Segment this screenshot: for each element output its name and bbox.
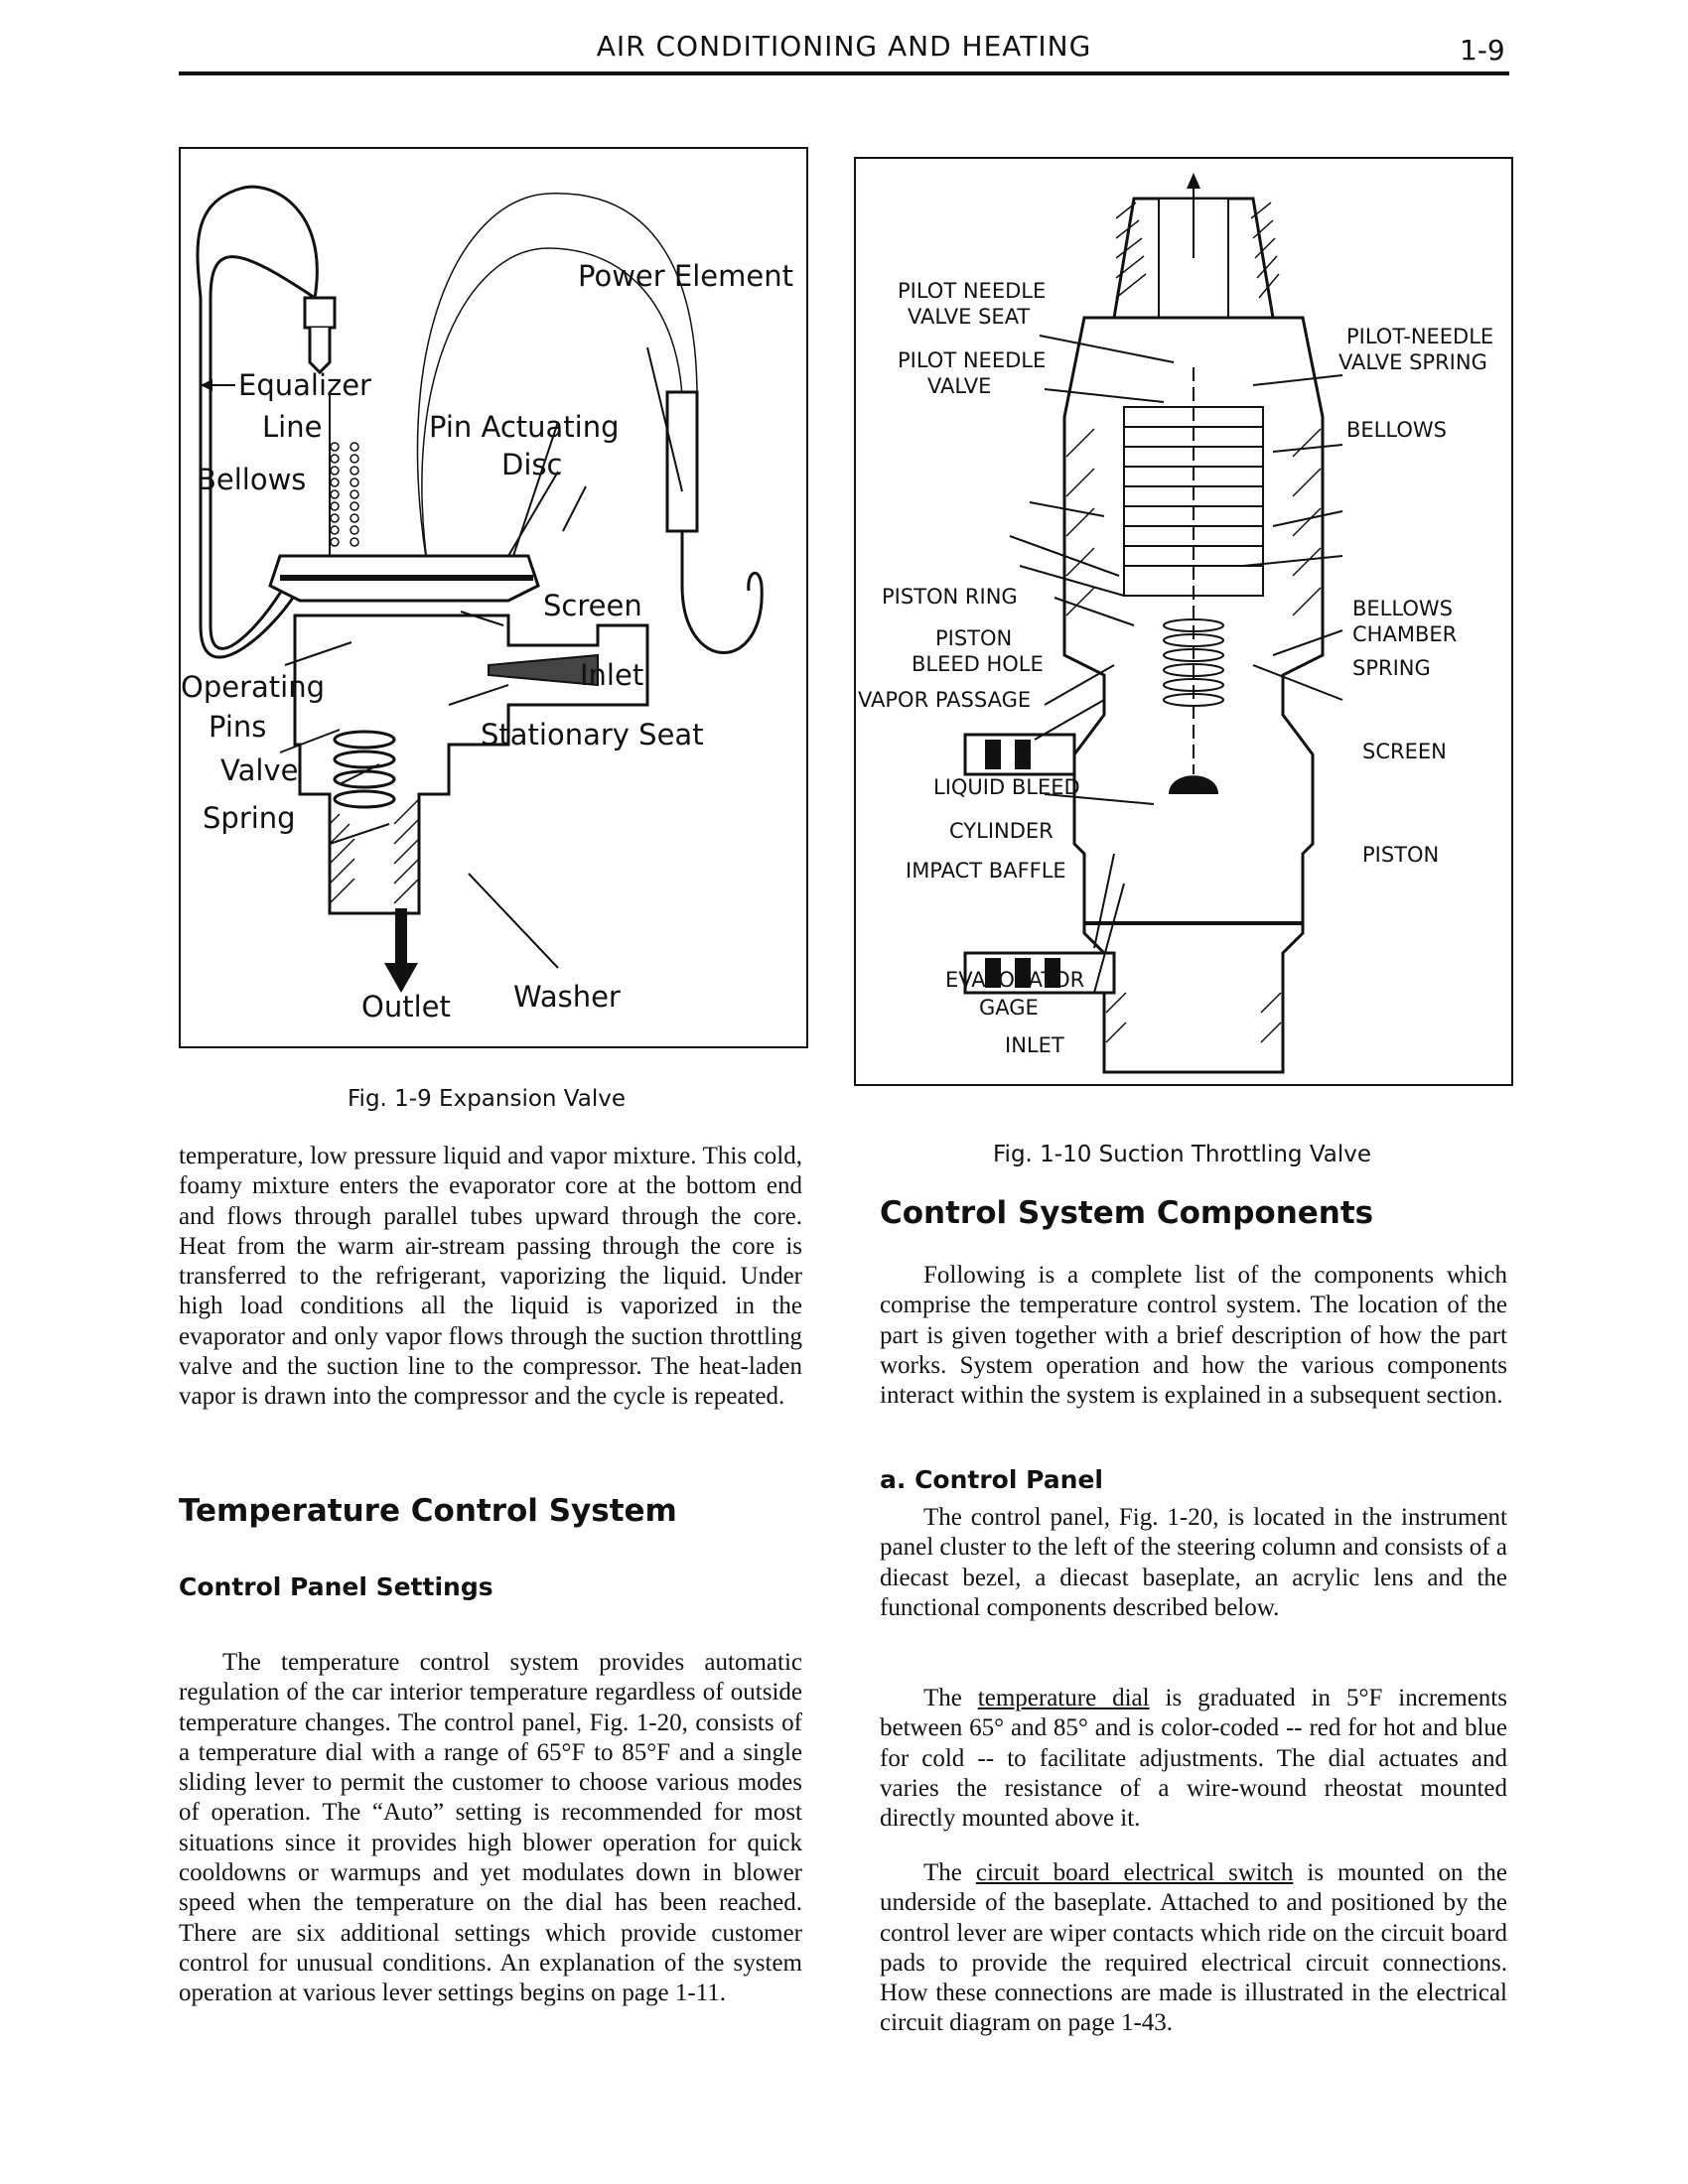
paragraph: temperature, low pressure liquid and vap… — [179, 1143, 802, 1411]
label-pins: Pins — [209, 710, 266, 744]
left-column-body-2: The temperature control system provides … — [179, 1648, 802, 2009]
label-bellows: Bellows — [197, 463, 306, 496]
label-liquid-bleed: LIQUID BLEED — [933, 775, 1080, 799]
label-piston-bleed-hole-2: BLEED HOLE — [912, 652, 1044, 676]
fitting — [303, 296, 337, 330]
paragraph: The temperature dial is graduated in 5°F… — [880, 1684, 1507, 1834]
expansion-valve-diagram: Power Element Equalizer Line Pin Actuati… — [181, 185, 793, 1024]
figure-caption-1-10: Fig. 1-10 Suction Throttling Valve — [993, 1142, 1372, 1167]
label-piston: PISTON — [1362, 843, 1439, 867]
label-cylinder: CYLINDER — [949, 819, 1054, 843]
paragraph: Following is a complete list of the comp… — [880, 1262, 1507, 1410]
label-equalizer: Equalizer — [238, 368, 371, 402]
label-pilot-needle-valve-spring-2: VALVE SPRING — [1338, 350, 1487, 374]
label-piston-ring: PISTON RING — [882, 585, 1018, 609]
paragraph: The temperature control system provides … — [179, 1649, 802, 2007]
paragraph: The control panel, Fig. 1-20, is located… — [880, 1504, 1507, 1621]
suction-throttling-valve-diagram: PILOT NEEDLE VALVE SEAT PILOT NEEDLE VAL… — [858, 173, 1493, 1074]
label-pilot-needle-valve-spring-1: PILOT-NEEDLE — [1346, 325, 1493, 348]
label-line: Line — [262, 410, 322, 444]
label-bellows-chamber-2: CHAMBER — [1352, 622, 1457, 646]
label-spring: SPRING — [1352, 656, 1431, 680]
capillary-tube-outer — [196, 185, 319, 659]
power-element-outline — [416, 193, 698, 577]
label-pin-actuating: Pin Actuating — [429, 410, 620, 444]
screen — [488, 653, 599, 687]
label-evaporator-gage-2: GAGE — [979, 996, 1039, 1020]
label-screen: SCREEN — [1362, 740, 1447, 763]
section-heading-control-system-components: Control System Components — [880, 1195, 1374, 1231]
expansion-valve-figure: Power Element Equalizer Line Pin Actuati… — [179, 147, 808, 1048]
right-column-body-4: The circuit board electrical switch is m… — [880, 1858, 1507, 2039]
subheading-control-panel: a. Control Panel — [880, 1465, 1103, 1494]
label-power-element: Power Element — [578, 259, 793, 293]
label-pilot-needle-valve-seat-2: VALVE SEAT — [908, 305, 1030, 329]
paragraph: The circuit board electrical switch is m… — [880, 1858, 1507, 2039]
outlet-arrow — [384, 963, 418, 993]
label-pilot-needle-valve-2: VALVE — [927, 374, 991, 398]
label-washer: Washer — [513, 980, 621, 1014]
label-operating: Operating — [181, 670, 325, 704]
label-evaporator-gage-1: EVAPORATOR — [945, 968, 1084, 992]
valve-body — [293, 614, 649, 915]
left-column-body: temperature, low pressure liquid and vap… — [179, 1142, 802, 1413]
label-bellows-chamber-1: BELLOWS — [1352, 597, 1453, 620]
subheading-control-panel-settings: Control Panel Settings — [179, 1572, 493, 1601]
screen-dome — [1169, 775, 1218, 794]
label-impact-baffle: IMPACT BAFFLE — [906, 859, 1066, 883]
label-bellows: BELLOWS — [1346, 418, 1447, 442]
label-piston-bleed-hole-1: PISTON — [935, 626, 1012, 650]
label-stationary-seat: Stationary Seat — [481, 718, 704, 751]
label-disc: Disc — [501, 448, 562, 481]
running-header: AIR CONDITIONING AND HEATING — [596, 30, 1092, 63]
text-run: is mounted on the underside of the basep… — [880, 1859, 1507, 2037]
text-run: is graduated in 5°F increments between 6… — [880, 1685, 1507, 1833]
text-run: The — [923, 1685, 978, 1711]
figure-caption-1-9: Fig. 1-9 Expansion Valve — [348, 1086, 626, 1112]
header-rule — [179, 71, 1509, 75]
underlined-term-temperature-dial: temperature dial — [977, 1685, 1150, 1711]
flow-arrow — [1187, 173, 1200, 189]
label-vapor-passage: VAPOR PASSAGE — [858, 688, 1031, 712]
underlined-term-circuit-board-switch: circuit board electrical switch — [975, 1859, 1294, 1886]
label-inlet: Inlet — [580, 658, 643, 692]
right-column-body-3: The temperature dial is graduated in 5°F… — [880, 1684, 1507, 1834]
page-number: 1-9 — [1460, 34, 1505, 67]
label-screen: Screen — [543, 589, 642, 622]
label-pilot-needle-valve-1: PILOT NEEDLE — [898, 348, 1046, 372]
label-valve: Valve — [220, 753, 298, 787]
label-inlet: INLET — [1005, 1033, 1064, 1057]
text-run: The — [923, 1859, 976, 1886]
label-pilot-needle-valve-seat-1: PILOT NEEDLE — [898, 279, 1046, 303]
section-heading-temperature-control: Temperature Control System — [179, 1493, 677, 1529]
right-column-body-2: The control panel, Fig. 1-20, is located… — [880, 1503, 1507, 1623]
right-column-body: Following is a complete list of the comp… — [880, 1261, 1507, 1411]
label-outlet: Outlet — [361, 990, 451, 1024]
capillary-tube — [209, 255, 316, 650]
sensing-bulb — [665, 390, 699, 533]
label-spring: Spring — [203, 801, 296, 835]
suction-throttling-valve-figure: PILOT NEEDLE VALVE SEAT PILOT NEEDLE VAL… — [854, 157, 1513, 1086]
